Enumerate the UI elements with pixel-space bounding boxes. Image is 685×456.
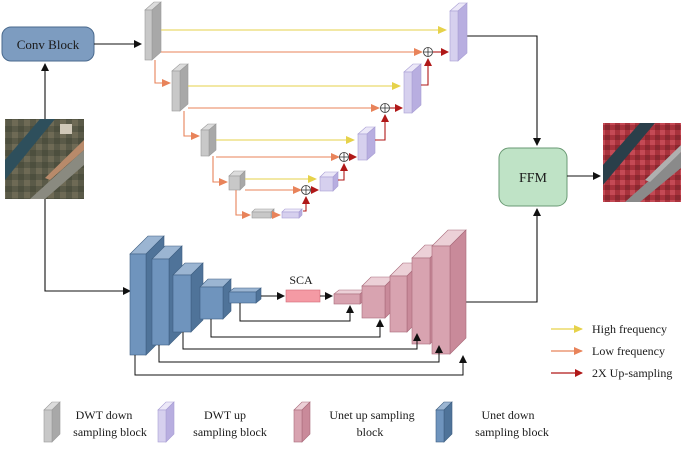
- svg-text:Low frequency: Low frequency: [592, 344, 665, 358]
- main-flow-arrows: [41, 35, 601, 303]
- dwt-down-block-4: [228, 170, 246, 191]
- unet-up-block-4: [361, 276, 395, 319]
- ffm-label: FFM: [519, 171, 548, 186]
- input-satellite-image: [5, 119, 84, 199]
- dwt-down-block-1: [144, 1, 162, 61]
- legend-low-frequency: Low frequency: [551, 344, 665, 358]
- skip-connection-3: [210, 319, 384, 338]
- unet-flow-arrows: [134, 292, 467, 376]
- dwt-up-block-2: [403, 63, 422, 114]
- skip-connection-4: [239, 303, 354, 322]
- legend-unet-down-block: Unet down sampling block: [435, 401, 549, 443]
- svg-text:Unet up sampling: Unet up sampling: [329, 408, 414, 422]
- output-false-color-image: [603, 123, 681, 202]
- conv-block-label: Conv Block: [17, 37, 80, 52]
- legend-upsampling: 2X Up-sampling: [551, 366, 672, 380]
- unet-down-block-3: [172, 262, 204, 333]
- skip-connection-1: [158, 345, 443, 363]
- svg-text:sampling block: sampling block: [193, 425, 267, 439]
- svg-text:block: block: [357, 425, 384, 439]
- dwt-up-block-5: [281, 208, 303, 219]
- low-frequency-arrows: [154, 48, 423, 219]
- dwt-up-blocks: [281, 2, 468, 219]
- upsampling-arrows: [302, 48, 449, 212]
- addition-nodes: [301, 47, 433, 195]
- unet-up-block-5: [333, 289, 366, 305]
- unet-up-blocks: [333, 229, 467, 355]
- unet-down-block-5: [228, 287, 262, 304]
- skip-connection-0: [134, 355, 467, 376]
- legend-high-frequency: High frequency: [551, 322, 667, 336]
- dwt-up-block-4: [319, 171, 339, 192]
- svg-text:2X Up-sampling: 2X Up-sampling: [592, 366, 672, 380]
- unet-down-blocks: [129, 235, 262, 356]
- legend-dwt-up-block: DWT up sampling block: [157, 401, 267, 443]
- plus-icon: [380, 103, 390, 113]
- sca-label: SCA: [289, 273, 313, 287]
- dwt-down-block-3: [200, 123, 217, 157]
- svg-text:sampling block: sampling block: [475, 425, 549, 439]
- skip-connection-2: [182, 332, 421, 350]
- svg-text:DWT up: DWT up: [204, 408, 246, 422]
- unet-to-ffm-arrow: [466, 208, 541, 303]
- unet-down-block-4: [199, 278, 232, 320]
- dwt-down-blocks: [144, 1, 275, 219]
- dwt-down-block-5: [251, 208, 275, 219]
- plus-icon: [423, 47, 433, 57]
- plus-icon: [301, 185, 311, 195]
- svg-text:High frequency: High frequency: [592, 322, 667, 336]
- high-frequency-arrows: [161, 26, 447, 183]
- svg-text:DWT down: DWT down: [76, 408, 133, 422]
- dwt-down-block-2: [171, 63, 189, 112]
- conv-block-node: Conv Block: [1, 26, 95, 62]
- dwt-up-block-3: [357, 126, 376, 161]
- plus-icon: [339, 152, 349, 162]
- unet-up-block-1: [431, 229, 467, 355]
- dwt-to-ffm-arrow: [467, 35, 541, 146]
- arrow-legend: High frequency Low frequency 2X Up-sampl…: [551, 322, 672, 380]
- dwt-up-block-1: [449, 2, 468, 62]
- legend-dwt-down-block: DWT down sampling block: [43, 401, 147, 443]
- svg-text:sampling block: sampling block: [73, 425, 147, 439]
- input-to-unet-arrow: [44, 199, 131, 295]
- block-legend: DWT down sampling block DWT up sampling …: [43, 401, 549, 443]
- sca-node: SCA: [285, 273, 321, 303]
- ffm-node: FFM: [498, 147, 568, 207]
- legend-unet-up-block: Unet up sampling block: [293, 401, 415, 443]
- svg-text:Unet down: Unet down: [482, 408, 535, 422]
